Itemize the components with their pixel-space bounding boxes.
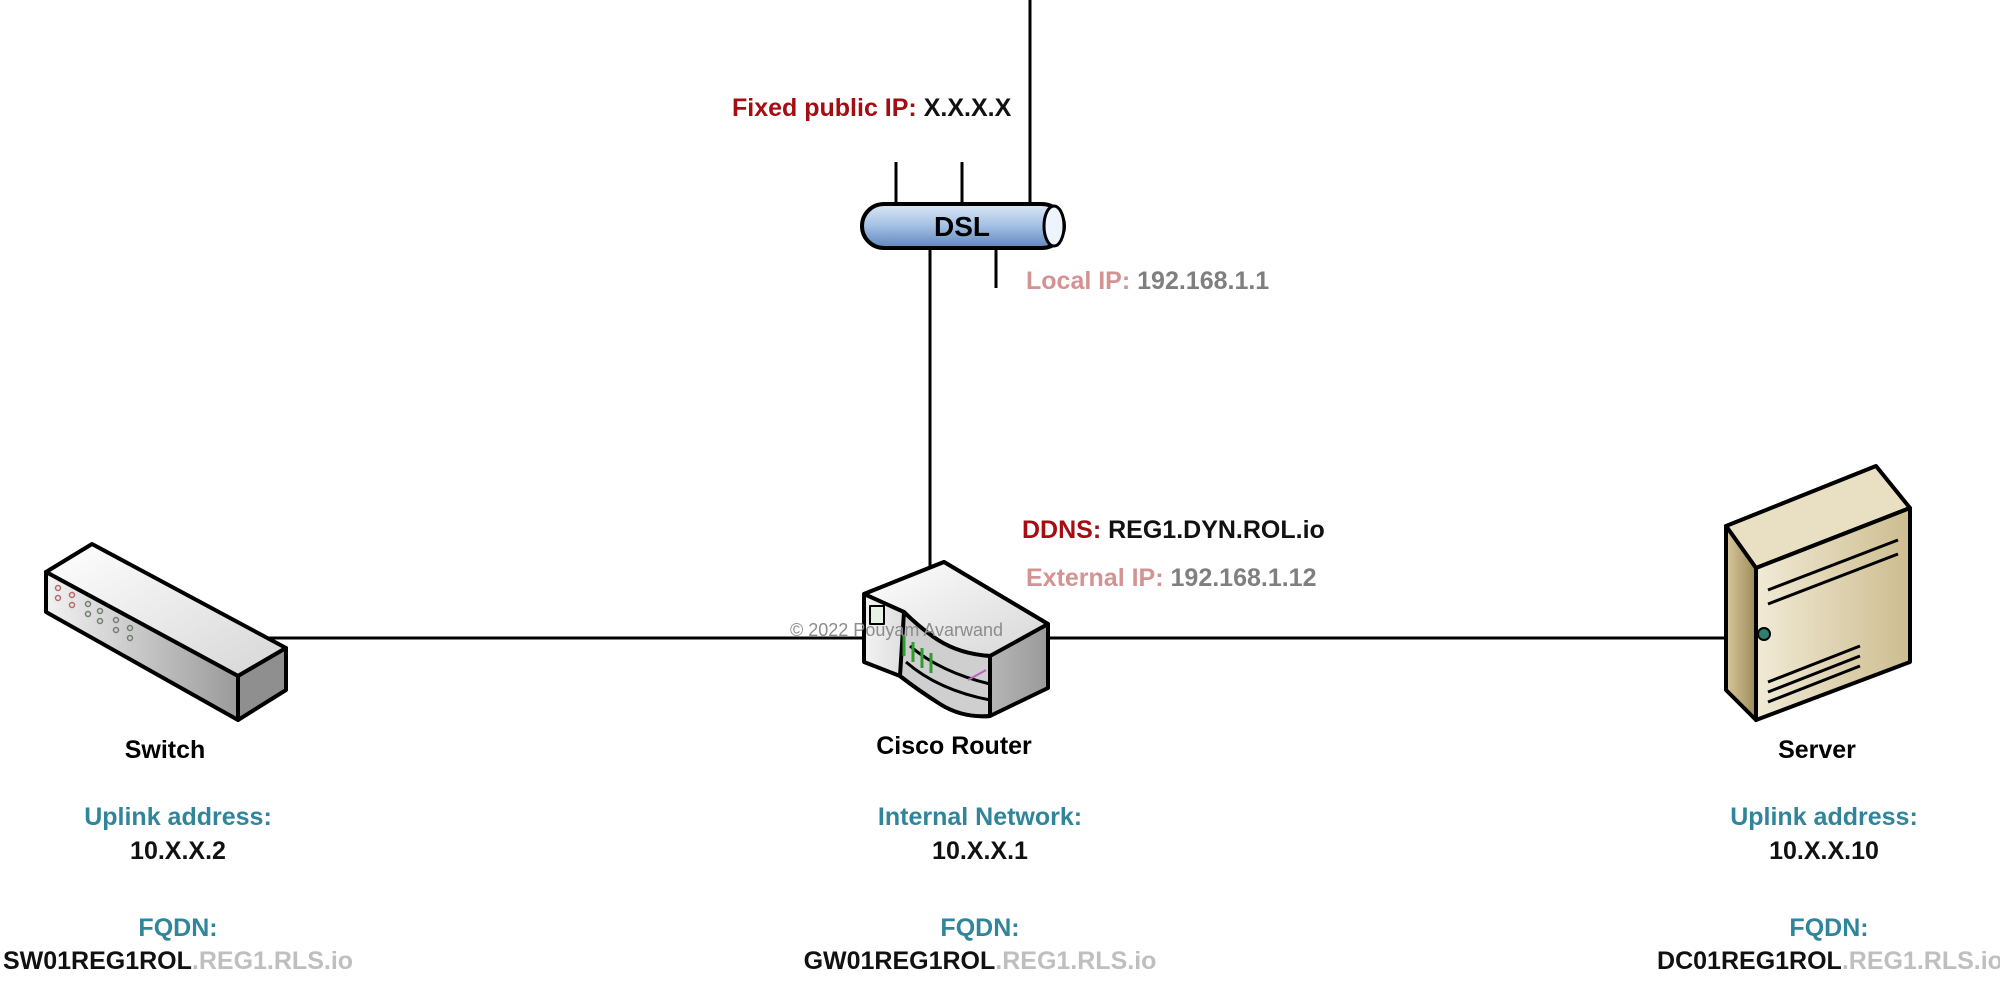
- router-ddns-label: DDNS: REG1.DYN.ROL.io: [1022, 515, 1325, 545]
- router-fqdn-key: FQDN:: [940, 914, 1020, 942]
- server-fqdn-host: DC01REG1ROL: [1657, 947, 1842, 975]
- dsl-bus-icon: [860, 202, 1066, 250]
- dsl-public-ip-label: Fixed public IP: X.X.X.X: [732, 93, 1011, 123]
- server-fqdn-value: DC01REG1ROL.REG1.RLS.io: [1657, 946, 2000, 976]
- switch-fqdn-host: SW01REG1ROL: [2, 947, 192, 975]
- ddns-value: REG1.DYN.ROL.io: [1108, 516, 1325, 544]
- switch-fqdn-value: SW01REG1ROL.REG1.RLS.io: [3, 946, 353, 976]
- server-fqdn-domain: .REG1.RLS.io: [1841, 947, 2000, 975]
- router-icon: [862, 560, 1050, 719]
- external-ip-key: External IP:: [1026, 564, 1164, 592]
- router-name: Cisco Router: [876, 732, 1032, 760]
- router-address-key: Internal Network:: [877, 803, 1083, 831]
- local-ip-value: 192.168.1.1: [1137, 267, 1270, 295]
- router-fqdn-domain: .REG1.RLS.io: [995, 947, 1157, 975]
- router-fqdn-host: GW01REG1ROL: [803, 947, 996, 975]
- public-ip-key: Fixed public IP:: [732, 94, 917, 122]
- switch-icon: [44, 542, 288, 722]
- router-fqdn-value: GW01REG1ROL.REG1.RLS.io: [804, 946, 1157, 976]
- router-external-ip-label: External IP: 192.168.1.12: [1026, 563, 1317, 593]
- local-ip-key: Local IP:: [1026, 267, 1131, 295]
- switch-address-value: 10.X.X.2: [130, 837, 226, 865]
- switch-name: Switch: [124, 736, 206, 764]
- connection-lines: [258, 0, 1726, 640]
- server-address-key: Uplink address:: [1730, 803, 1918, 831]
- server-fqdn-key: FQDN:: [1789, 914, 1869, 942]
- ddns-key: DDNS:: [1022, 516, 1102, 544]
- public-ip-value: X.X.X.X: [923, 94, 1012, 122]
- switch-fqdn-domain: .REG1.RLS.io: [191, 947, 354, 975]
- server-name: Server: [1778, 736, 1856, 764]
- switch-fqdn-key: FQDN:: [138, 914, 218, 942]
- router-address-value: 10.X.X.1: [932, 837, 1028, 865]
- switch-address-key: Uplink address:: [84, 803, 272, 831]
- copyright-watermark: © 2022 Pouyam Avarwand: [790, 620, 1004, 640]
- external-ip-value: 192.168.1.12: [1170, 564, 1317, 592]
- server-icon: [1724, 464, 1912, 722]
- dsl-local-ip-label: Local IP: 192.168.1.1: [1026, 266, 1269, 296]
- dsl-label: DSL: [934, 211, 990, 242]
- server-address-value: 10.X.X.10: [1769, 837, 1879, 865]
